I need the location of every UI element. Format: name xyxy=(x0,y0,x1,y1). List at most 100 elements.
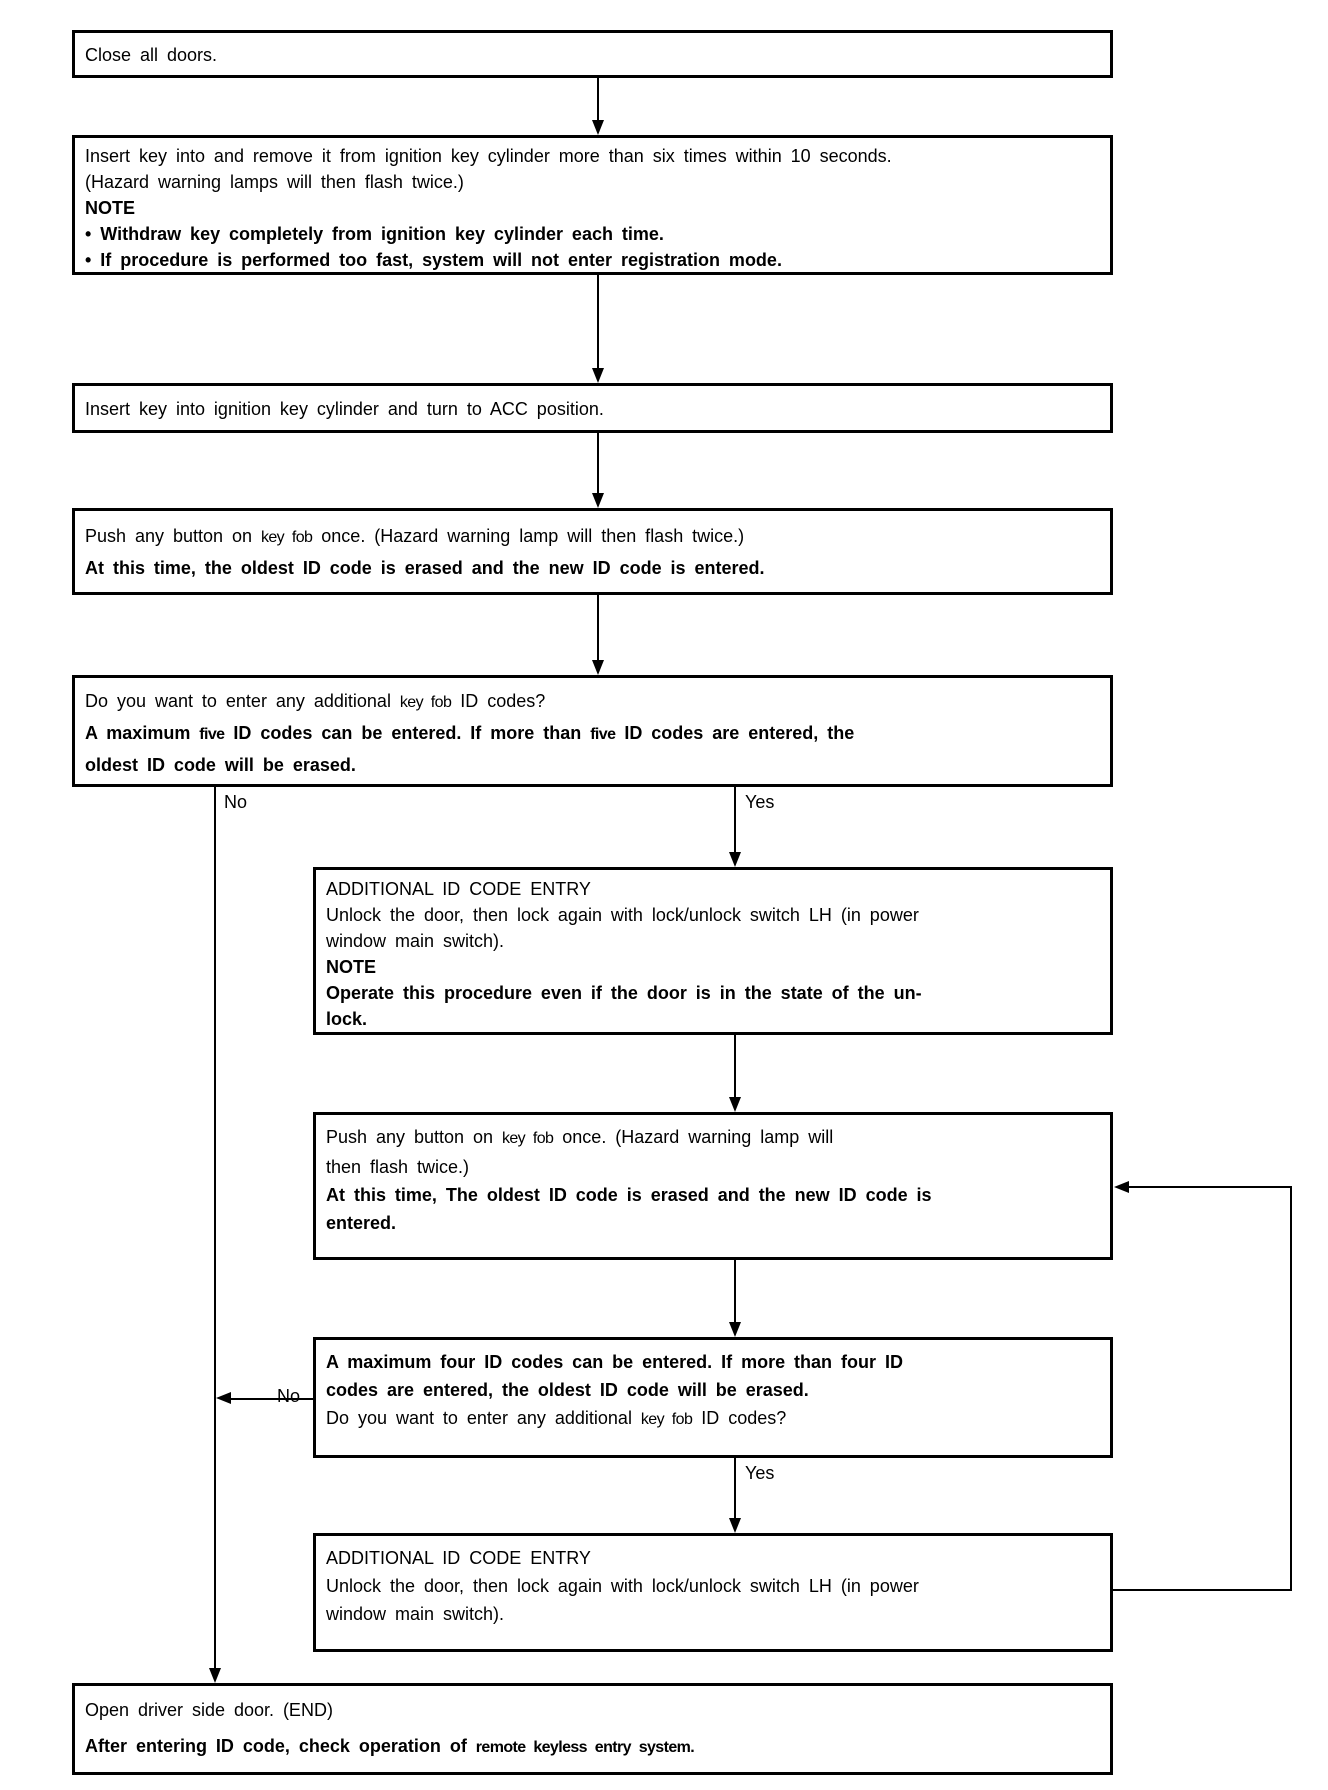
text-segment: Operate this procedure even if the door … xyxy=(326,983,922,1003)
flow-box-line: • Withdraw key completely from ignition … xyxy=(85,221,1100,247)
substituted-term: key fob xyxy=(501,1130,554,1147)
connector-box4-box5 xyxy=(597,595,599,661)
text-segment: Insert key into and remove it from ignit… xyxy=(85,146,892,166)
arrowhead-box5-icon xyxy=(592,660,604,675)
arrowhead-no-second-icon xyxy=(216,1392,231,1404)
text-segment: ID codes? xyxy=(451,691,546,711)
arrowhead-feedback-icon xyxy=(1114,1181,1129,1193)
flow-box-close-all-doors: Close all doors. xyxy=(72,30,1113,78)
flow-box-line: Open driver side door. (END) xyxy=(85,1692,1100,1728)
text-segment: oldest ID code will be erased. xyxy=(85,755,356,775)
text-segment: • If procedure is performed too fast, sy… xyxy=(85,250,782,270)
text-segment: After entering ID code, check operation … xyxy=(85,1736,476,1756)
flow-box-line: Insert key into and remove it from ignit… xyxy=(85,143,1100,169)
flow-box-line: Close all doors. xyxy=(85,42,1100,69)
flow-box-push-button-second: Push any button on key fob once. (Hazard… xyxy=(313,1112,1113,1260)
flow-box-line: A maximum four ID codes can be entered. … xyxy=(326,1348,1100,1376)
arrowhead-entry2-icon xyxy=(729,1518,741,1533)
flow-box-line: Operate this procedure even if the door … xyxy=(326,980,1100,1006)
text-segment: once. (Hazard warning lamp will then fla… xyxy=(312,526,745,546)
flow-box-line: Unlock the door, then lock again with lo… xyxy=(326,1572,1100,1600)
text-segment: ID codes are entered, the xyxy=(615,723,855,743)
text-segment: • Withdraw key completely from ignition … xyxy=(85,224,664,244)
arrowhead-question4-icon xyxy=(729,1322,741,1337)
text-segment: Unlock the door, then lock again with lo… xyxy=(326,1576,919,1596)
text-segment: Open driver side door. (END) xyxy=(85,1700,333,1720)
text-segment: ID codes can be entered. If more than xyxy=(224,723,591,743)
flow-box-insert-remove-key: Insert key into and remove it from ignit… xyxy=(72,135,1113,275)
substituted-term: remote keyless entry system. xyxy=(475,1739,695,1756)
flow-box-line: Unlock the door, then lock again with lo… xyxy=(326,902,1100,928)
connector-no-second xyxy=(229,1398,313,1400)
flow-box-line: ADDITIONAL ID CODE ENTRY xyxy=(326,1544,1100,1572)
text-segment: NOTE xyxy=(326,957,377,977)
text-segment: entered. xyxy=(326,1213,397,1233)
text-segment: NOTE xyxy=(85,198,136,218)
branch-label-yes-second: Yes xyxy=(745,1463,775,1483)
flow-box-line: then flash twice.) xyxy=(326,1153,1100,1181)
text-segment: At this time, The oldest ID code is eras… xyxy=(326,1185,932,1205)
flow-box-line: After entering ID code, check operation … xyxy=(85,1728,1100,1766)
flow-box-line: At this time, The oldest ID code is eras… xyxy=(326,1181,1100,1209)
connector-feedback-top xyxy=(1128,1186,1292,1188)
text-segment: lock. xyxy=(326,1009,368,1029)
flow-box-additional-codes-question-four: A maximum four ID codes can be entered. … xyxy=(313,1337,1113,1458)
connector-push2-question4 xyxy=(734,1260,736,1323)
text-segment: A maximum four ID codes can be entered. … xyxy=(326,1352,903,1372)
flow-box-line: Push any button on key fob once. (Hazard… xyxy=(85,521,1100,553)
text-segment: window main switch). xyxy=(326,1604,504,1624)
branch-label-no-second: No xyxy=(277,1386,301,1406)
text-segment: ADDITIONAL ID CODE ENTRY xyxy=(326,1548,591,1568)
flow-box-line: ADDITIONAL ID CODE ENTRY xyxy=(326,876,1100,902)
connector-yes-branch-second xyxy=(734,1458,736,1519)
text-segment: Insert key into ignition key cylinder an… xyxy=(85,399,604,419)
flow-box-line: codes are entered, the oldest ID code wi… xyxy=(326,1376,1100,1404)
arrowhead-entry1-icon xyxy=(729,852,741,867)
flow-box-turn-to-acc: Insert key into ignition key cylinder an… xyxy=(72,383,1113,433)
flow-box-line: Do you want to enter any additional key … xyxy=(326,1404,1100,1434)
connector-box2-box3 xyxy=(597,272,599,369)
flow-box-line: lock. xyxy=(326,1006,1100,1032)
text-segment: Do you want to enter any additional xyxy=(326,1408,641,1428)
substituted-term: five xyxy=(199,726,225,743)
text-segment: codes are entered, the oldest ID code wi… xyxy=(326,1380,809,1400)
text-segment: Close all doors. xyxy=(85,45,217,65)
text-segment: Push any button on xyxy=(326,1127,502,1147)
flow-box-additional-id-code-entry-1: ADDITIONAL ID CODE ENTRY Unlock the door,… xyxy=(313,867,1113,1035)
flow-box-line: (Hazard warning lamps will then flash tw… xyxy=(85,169,1100,195)
arrowhead-box3-icon xyxy=(592,368,604,383)
flow-box-line: oldest ID code will be erased. xyxy=(85,750,1100,781)
connector-no-branch xyxy=(214,787,216,1669)
flow-box-line: Push any button on key fob once. (Hazard… xyxy=(326,1123,1100,1153)
flow-box-line: • If procedure is performed too fast, sy… xyxy=(85,247,1100,273)
text-segment: Unlock the door, then lock again with lo… xyxy=(326,905,919,925)
flow-box-additional-id-code-entry-2: ADDITIONAL ID CODE ENTRY Unlock the door,… xyxy=(313,1533,1113,1652)
flow-box-line: NOTE xyxy=(85,195,1100,221)
arrowhead-box4-icon xyxy=(592,493,604,508)
flow-box-push-button-first: Push any button on key fob once. (Hazard… xyxy=(72,508,1113,595)
connector-yes-branch-first xyxy=(734,787,736,853)
substituted-term: key fob xyxy=(640,1411,693,1428)
substituted-term: five xyxy=(590,726,616,743)
text-segment: ID codes? xyxy=(692,1408,787,1428)
substituted-term: key fob xyxy=(260,529,313,546)
text-segment: A maximum xyxy=(85,723,200,743)
substituted-term: key fob xyxy=(399,694,452,711)
flow-box-line: NOTE xyxy=(326,954,1100,980)
arrowhead-end-box-icon xyxy=(209,1668,221,1683)
branch-label-yes-first: Yes xyxy=(745,792,775,812)
connector-box1-box2 xyxy=(597,78,599,122)
flow-box-open-driver-door-end: Open driver side door. (END) After enteri… xyxy=(72,1683,1113,1775)
flow-box-additional-codes-question-five: Do you want to enter any additional key … xyxy=(72,675,1113,787)
flow-box-line: window main switch). xyxy=(326,928,1100,954)
text-segment: Push any button on xyxy=(85,526,261,546)
flow-box-line: At this time, the oldest ID code is eras… xyxy=(85,553,1100,584)
connector-feedback-right xyxy=(1290,1186,1292,1591)
text-segment: window main switch). xyxy=(326,931,504,951)
flow-box-line: entered. xyxy=(326,1209,1100,1237)
flow-box-line: A maximum five ID codes can be entered. … xyxy=(85,718,1100,750)
flow-box-line: Do you want to enter any additional key … xyxy=(85,686,1100,718)
text-segment: At this time, the oldest ID code is eras… xyxy=(85,558,765,578)
connector-entry1-push2 xyxy=(734,1035,736,1098)
text-segment: Do you want to enter any additional xyxy=(85,691,400,711)
